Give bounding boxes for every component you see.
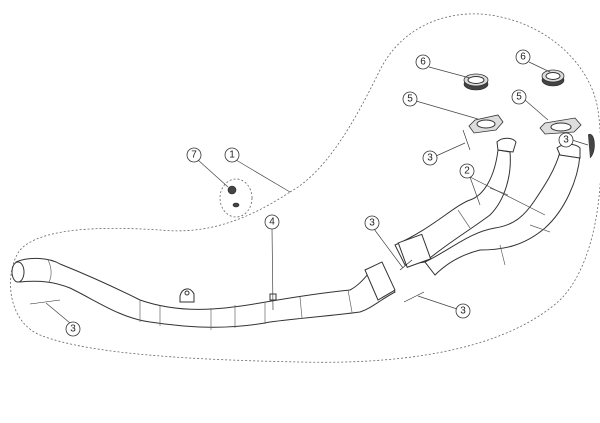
callout-5-right: 5 [511,89,527,105]
callout-3-upper-right: 3 [558,132,574,148]
part-7-outline [219,178,253,218]
callout-3-lower-left: 3 [65,321,81,337]
callout-label: 5 [516,92,522,103]
header-pipes-part-2 [364,137,581,301]
callout-label: 1 [229,150,235,161]
callout-label: 6 [520,52,526,63]
callout-6-right: 6 [515,49,531,65]
flange-part-5-left [468,114,504,134]
link-pipe-part-4 [11,257,396,330]
callout-1: 1 [224,147,240,163]
gasket-part-6-right [541,69,565,87]
callout-2: 2 [459,163,475,179]
callout-label: 7 [191,150,197,161]
callout-7: 7 [186,147,202,163]
assembly-outline [10,13,600,363]
callout-label: 3 [427,153,433,164]
callout-3-center: 3 [364,215,380,231]
leader-lines [45,61,589,324]
callout-3-upper-left: 3 [422,150,438,166]
callout-6-left: 6 [415,54,431,70]
callout-label: 5 [407,94,413,105]
callout-label: 3 [460,306,466,317]
callout-label: 3 [70,324,76,335]
callout-5-left: 5 [402,91,418,107]
plug-part-7 [227,185,240,208]
callout-3-lower-right: 3 [455,303,471,319]
callout-label: 3 [563,135,569,146]
callout-label: 3 [369,218,375,229]
callout-label: 2 [464,166,470,177]
callout-label: 4 [269,217,275,228]
callout-4: 4 [264,214,280,230]
flange-part-5-right [539,117,582,135]
callout-label: 6 [420,57,426,68]
gasket-part-6-left [463,73,489,91]
spring-part-3 [29,129,595,305]
